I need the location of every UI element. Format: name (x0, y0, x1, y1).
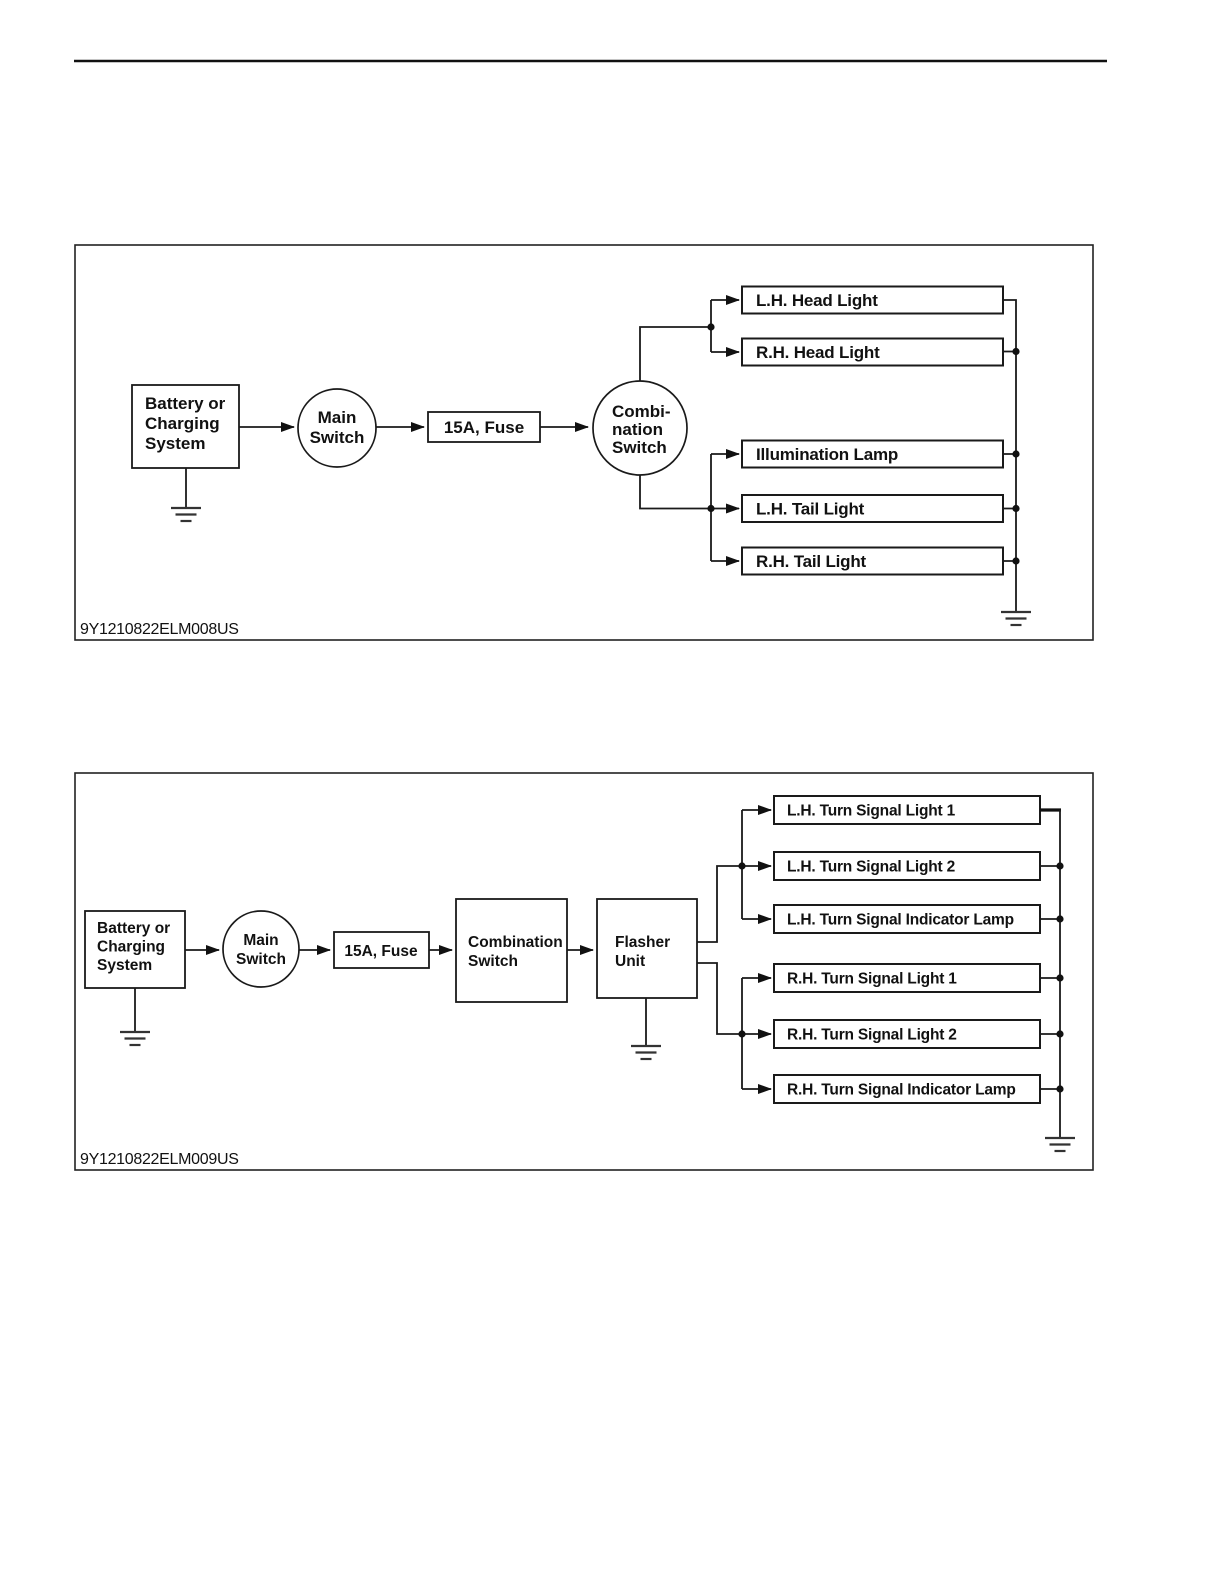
main-switch-circle (222, 910, 300, 988)
battery-node: Battery or Charging System (131, 384, 240, 469)
main-switch-label-line1: Main (243, 932, 278, 949)
load-box (741, 337, 1004, 367)
junction-dot (1056, 1085, 1064, 1093)
junction-dot (707, 323, 715, 331)
load-box-lh-tail-light: L.H. Tail Light (741, 494, 1004, 523)
load-box (741, 494, 1004, 523)
diagram2-ground-bus (1040, 810, 1061, 1137)
junction-dot (1056, 915, 1064, 923)
ground-icon (629, 1044, 663, 1061)
battery-box (131, 384, 240, 469)
fuse-node: 15A, Fuse (427, 411, 541, 443)
main-switch-label-line2: Switch (236, 951, 286, 968)
diagram1-frame (74, 244, 1094, 641)
diagram1-ground-bus (1003, 299, 1017, 611)
figure-id-label: 9Y1210822ELM008US (80, 621, 239, 638)
figure-id-label: 9Y1210822ELM009US (80, 1151, 239, 1168)
combination-switch-label-line2: Switch (468, 953, 518, 970)
fuse-node: 15A, Fuse (333, 931, 430, 969)
fuse-label: 15A, Fuse (344, 943, 418, 960)
load-label: Illumination Lamp (756, 445, 898, 464)
flasher-unit-label-line2: Unit (615, 953, 645, 970)
combination-switch-label-line1: Combi- (612, 402, 671, 421)
load-label: L.H. Turn Signal Light 2 (787, 859, 955, 876)
load-box (773, 795, 1041, 825)
junction-dot (1056, 974, 1064, 982)
load-box (741, 285, 1004, 315)
load-box-rh-turn-signal-1: R.H. Turn Signal Light 1 (773, 963, 1041, 993)
load-box-illumination-lamp: Illumination Lamp (741, 439, 1004, 469)
load-label: L.H. Tail Light (756, 500, 865, 519)
fuse-label: 15A, Fuse (444, 418, 524, 437)
battery-label-line1: Battery or (145, 394, 226, 413)
load-box-rh-turn-indicator-lamp: R.H. Turn Signal Indicator Lamp (773, 1074, 1041, 1104)
flasher-unit-node: Flasher Unit (596, 898, 698, 999)
main-switch-label-line1: Main (318, 408, 357, 427)
battery-node: Battery or Charging System (84, 910, 186, 989)
main-switch-circle (297, 388, 377, 468)
load-box (773, 851, 1041, 881)
junction-dot (1012, 504, 1020, 513)
fuse-box (427, 411, 541, 443)
battery-ground (169, 468, 203, 523)
load-label: L.H. Turn Signal Indicator Lamp (787, 912, 1014, 929)
battery-label-line1: Battery or (97, 920, 170, 937)
junction-dot (738, 862, 746, 870)
junction-dot (1056, 1030, 1064, 1038)
load-label: R.H. Turn Signal Indicator Lamp (787, 1082, 1016, 1099)
junction-dot (1012, 557, 1020, 565)
battery-label-line3: System (145, 434, 205, 453)
combination-switch-label-line2: nation (612, 420, 663, 439)
load-box-lh-turn-signal-1: L.H. Turn Signal Light 1 (773, 795, 1041, 825)
diagram-head-tail-light-circuit: Battery or Charging System Main Switch 1… (74, 244, 1094, 641)
flasher-unit-box (596, 898, 698, 999)
combination-switch-label-line3: Switch (612, 438, 667, 457)
load-box-rh-turn-signal-2: R.H. Turn Signal Light 2 (773, 1019, 1041, 1049)
ground-icon (1043, 1136, 1077, 1153)
ground-icon (999, 610, 1033, 627)
load-box-rh-tail-light: R.H. Tail Light (741, 546, 1004, 576)
combination-switch-label-line1: Combination (468, 934, 563, 951)
flasher-unit-label-line1: Flasher (615, 934, 670, 951)
load-box-rh-head-light: R.H. Head Light (741, 337, 1004, 367)
junction-dot (1012, 347, 1020, 356)
load-label: R.H. Head Light (756, 343, 880, 362)
main-switch-label-line2: Switch (310, 428, 365, 447)
fuse-box (333, 931, 430, 969)
battery-label-line2: Charging (145, 414, 220, 433)
load-label: R.H. Turn Signal Light 1 (787, 971, 957, 988)
diagram2-frame (74, 772, 1094, 1171)
junction-dot (707, 504, 715, 513)
load-label: L.H. Head Light (756, 291, 878, 310)
main-switch-node: Main Switch (297, 388, 377, 468)
load-box-lh-head-light: L.H. Head Light (741, 285, 1004, 315)
load-label: L.H. Turn Signal Light 1 (787, 803, 956, 820)
junction-dot (1056, 862, 1064, 870)
load-box-lh-turn-indicator-lamp: L.H. Turn Signal Indicator Lamp (773, 904, 1041, 934)
load-box (773, 1019, 1041, 1049)
battery-label-line2: Charging (97, 939, 165, 956)
ground-icon (169, 506, 203, 523)
load-label: R.H. Turn Signal Light 2 (787, 1027, 957, 1044)
load-box (741, 546, 1004, 576)
combination-switch-node: Combi- nation Switch (592, 380, 688, 476)
junction-dot (1012, 450, 1020, 458)
battery-label-line3: System (97, 957, 152, 974)
combination-switch-node: Combination Switch (455, 898, 568, 1003)
flasher-ground (629, 998, 663, 1061)
diagram-turn-signal-circuit: Battery or Charging System Main Switch 1… (74, 772, 1094, 1171)
load-box (741, 439, 1004, 469)
junction-dot (738, 1030, 746, 1038)
ground-icon (118, 1030, 152, 1047)
load-box-lh-turn-signal-2: L.H. Turn Signal Light 2 (773, 851, 1041, 881)
diagram2-branch-wiring (697, 810, 743, 1089)
battery-ground (118, 988, 152, 1047)
load-box (773, 963, 1041, 993)
main-switch-node: Main Switch (222, 910, 300, 988)
load-label: R.H. Tail Light (756, 552, 867, 571)
